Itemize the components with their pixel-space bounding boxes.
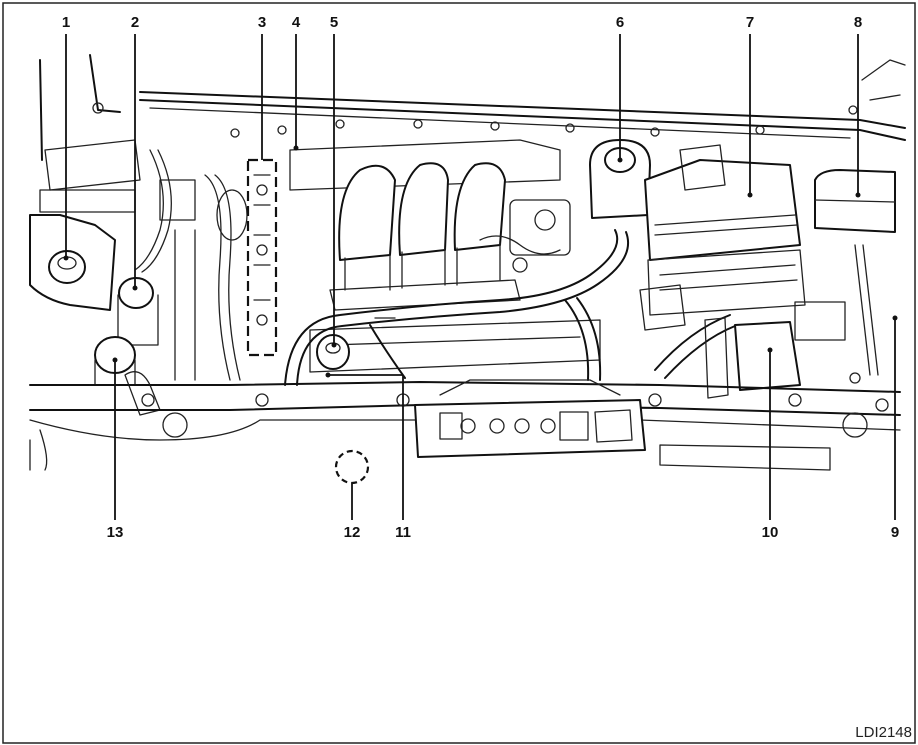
callout-13: 13 bbox=[106, 524, 124, 541]
callout-9: 9 bbox=[890, 524, 900, 541]
callout-7: 7 bbox=[745, 14, 755, 31]
figure-code: LDI2148 bbox=[855, 724, 912, 741]
callout-11: 11 bbox=[395, 524, 411, 541]
callout-5: 5 bbox=[329, 14, 339, 31]
callout-6: 6 bbox=[615, 14, 625, 31]
callout-12: 12 bbox=[343, 524, 361, 541]
callout-2: 2 bbox=[130, 14, 140, 31]
hood-cowl bbox=[39, 54, 906, 161]
callout-10: 10 bbox=[761, 524, 779, 541]
dashed-component-outline bbox=[246, 158, 278, 357]
callout-8: 8 bbox=[853, 14, 863, 31]
right-components bbox=[589, 139, 896, 412]
wiring-harness bbox=[284, 229, 736, 386]
intake-manifold bbox=[289, 139, 601, 379]
left-components bbox=[29, 139, 248, 416]
callout-1: 1 bbox=[61, 14, 71, 31]
callout-3: 3 bbox=[257, 14, 267, 31]
leader-lines bbox=[63, 34, 898, 520]
callout-4: 4 bbox=[291, 14, 301, 31]
relay-block bbox=[414, 399, 646, 458]
hidden-component-circle bbox=[334, 449, 370, 485]
item3-detail bbox=[253, 174, 271, 326]
